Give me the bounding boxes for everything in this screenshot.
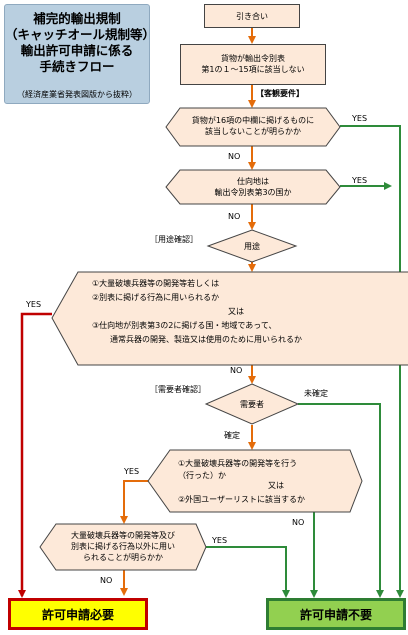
start-label: 引き合い bbox=[236, 11, 268, 21]
permit-not-required-box: 許可申請不要 bbox=[266, 598, 406, 630]
user-check-label: ［需要者確認］ bbox=[150, 385, 206, 394]
no-label-item16: NO bbox=[228, 152, 241, 161]
usage-q-line2: ②別表に掲げる行為に用いられるか bbox=[92, 293, 220, 302]
usage-q-line1: ①大量破壊兵器等の開発等若しくは bbox=[92, 279, 220, 288]
objective-requirement-label: 【客観要件】 bbox=[256, 89, 304, 98]
usage-question-shape bbox=[51, 271, 408, 366]
title-panel: 補完的輸出規制 （キャッチオール規制等） 輸出許可申請に係る 手続きフロー （経… bbox=[4, 4, 156, 104]
permit-required-box: 許可申請必要 bbox=[8, 598, 148, 630]
destination-question-text: 仕向地は 輸出令別表第3の国か bbox=[166, 176, 340, 198]
step-item-list-box: 貨物が輸出令別表 第1の１～15項に該当しない bbox=[180, 44, 326, 85]
usage-q-line3: ③仕向地が別表第3の2に掲げる国・地域であって、 bbox=[92, 321, 277, 330]
user-q-line1: ①大量破壊兵器等の開発等を行う bbox=[178, 459, 298, 468]
user-question-shape bbox=[147, 449, 363, 513]
no-label-user: NO bbox=[292, 518, 305, 527]
title-note: （経済産業省発表図版から抜粋） bbox=[17, 90, 137, 99]
yes-label-user: YES bbox=[124, 467, 140, 476]
no-label-destination: NO bbox=[228, 212, 241, 221]
item16-question-text: 貨物が16項の中欄に掲げるものに 該当しないことが明らかか bbox=[166, 115, 340, 137]
usage-q-or: 又は bbox=[228, 307, 244, 316]
user-q-line3: ②外国ユーザーリストに該当するか bbox=[178, 495, 306, 504]
destination-decision-shape bbox=[165, 169, 341, 205]
final-q-line2: 別表に掲げる行為以外に用い bbox=[71, 542, 175, 551]
title-line-1: 補完的輸出規制 bbox=[33, 11, 121, 26]
item16-line1: 貨物が16項の中欄に掲げるものに bbox=[191, 116, 315, 125]
user-label: 需要者 bbox=[240, 400, 264, 409]
usage-label: 用途 bbox=[244, 242, 260, 251]
unconfirmed-label: 未確定 bbox=[304, 389, 328, 398]
yes-label-item16: YES bbox=[352, 114, 368, 123]
step1-line2: 第1の１～15項に該当しない bbox=[201, 65, 305, 74]
destination-line2: 輸出令別表第3の国か bbox=[214, 188, 292, 197]
user-diamond bbox=[204, 383, 300, 425]
title-line-3: 輸出許可申請に係る bbox=[20, 43, 134, 58]
final-question-shape bbox=[39, 523, 207, 571]
yes-label-destination: YES bbox=[352, 176, 368, 185]
yes-label-final: YES bbox=[212, 536, 228, 545]
final-question-text: 大量破壊兵器等の開発等及び 別表に掲げる行為以外に用い られることが明らかか bbox=[40, 530, 206, 563]
final-q-line3: られることが明らかか bbox=[83, 553, 163, 562]
usage-check-label: ［用途確認］ bbox=[150, 235, 198, 244]
start-box: 引き合い bbox=[204, 4, 300, 28]
item16-line2: 該当しないことが明らかか bbox=[205, 127, 301, 136]
item16-decision-shape bbox=[165, 107, 341, 147]
destination-line1: 仕向地は bbox=[237, 177, 269, 186]
step1-line1: 貨物が輸出令別表 bbox=[221, 54, 285, 63]
usage-diamond bbox=[206, 229, 298, 263]
yes-label-usage: YES bbox=[26, 300, 42, 309]
final-q-line1: 大量破壊兵器等の開発等及び bbox=[71, 531, 175, 540]
usage-q-line4: 通常兵器の開発、製造又は使用のために用いられるか bbox=[110, 335, 302, 344]
title-line-2: （キャッチオール規制等） bbox=[5, 27, 156, 42]
title-line-4: 手続きフロー bbox=[39, 59, 115, 74]
permit-required-label: 許可申請必要 bbox=[41, 607, 114, 622]
no-label-usage: NO bbox=[230, 366, 243, 375]
user-q-line2: （行った）か bbox=[178, 471, 226, 480]
no-label-final: NO bbox=[100, 576, 113, 585]
permit-not-required-label: 許可申請不要 bbox=[299, 607, 372, 622]
confirmed-label: 確定 bbox=[224, 431, 240, 440]
user-q-or: 又は bbox=[268, 481, 284, 490]
